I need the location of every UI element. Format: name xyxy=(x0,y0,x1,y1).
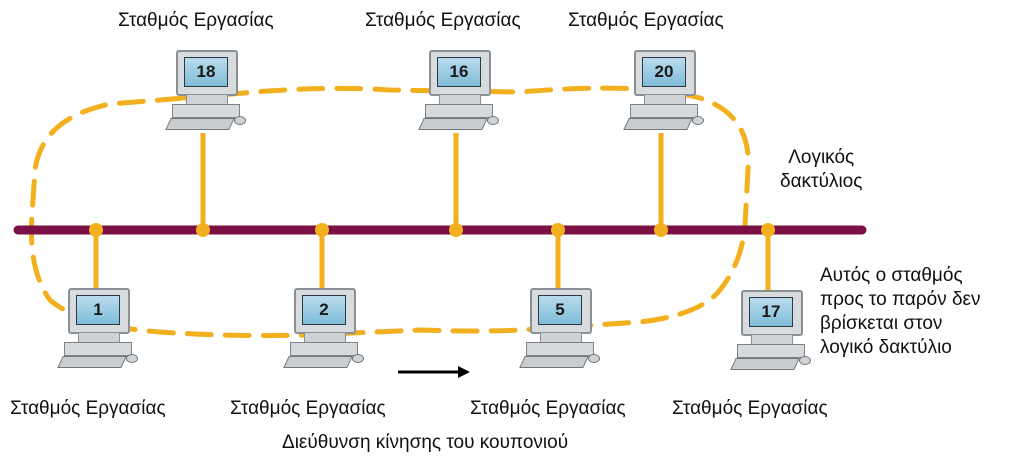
mouse-icon xyxy=(352,354,364,363)
monitor-icon: 5 xyxy=(530,288,592,334)
logical-ring-label: Λογικός δακτύλιος xyxy=(780,147,863,192)
mouse-icon xyxy=(588,354,600,363)
logical-ring xyxy=(28,85,751,339)
station-label-16: Σταθμός Εργασίας xyxy=(365,10,521,31)
monitor-icon: 17 xyxy=(741,290,803,336)
monitor-icon: 16 xyxy=(429,50,491,96)
monitor-icon: 1 xyxy=(68,288,130,334)
tap-dot xyxy=(654,223,668,237)
tap-dot xyxy=(761,223,775,237)
tap-dot xyxy=(449,223,463,237)
station-label-20: Σταθμός Εργασίας xyxy=(568,10,724,31)
excluded-station-note: Αυτός ο σταθμός προς το παρόν δεν βρίσκε… xyxy=(820,265,981,358)
station-label-2: Σταθμός Εργασίας xyxy=(230,398,386,419)
keyboard-icon xyxy=(730,358,800,370)
tap-dot xyxy=(89,223,103,237)
keyboard-icon xyxy=(57,356,127,368)
station-number-16: 16 xyxy=(437,57,481,87)
mouse-icon xyxy=(234,116,246,125)
monitor-icon: 20 xyxy=(634,50,696,96)
monitor-icon: 18 xyxy=(176,50,238,96)
mouse-icon xyxy=(126,354,138,363)
keyboard-icon xyxy=(165,118,235,130)
direction-arrow-head xyxy=(458,366,470,378)
mouse-icon xyxy=(692,116,704,125)
tap-dot xyxy=(551,223,565,237)
monitor-icon: 2 xyxy=(294,288,356,334)
station-number-18: 18 xyxy=(184,57,228,87)
station-label-17: Σταθμός Εργασίας xyxy=(672,398,828,419)
station-number-17: 17 xyxy=(749,297,793,327)
keyboard-icon xyxy=(623,118,693,130)
mouse-icon xyxy=(799,356,811,365)
token-direction-caption: Διεύθυνση κίνησης του κουπονιού xyxy=(282,432,569,453)
workstation-1[interactable]: 1 xyxy=(57,288,138,372)
keyboard-icon xyxy=(418,118,488,130)
workstation-2[interactable]: 2 xyxy=(283,288,364,372)
mouse-icon xyxy=(487,116,499,125)
keyboard-icon xyxy=(283,356,353,368)
tap-dot xyxy=(196,223,210,237)
station-number-20: 20 xyxy=(642,57,686,87)
station-label-18: Σταθμός Εργασίας xyxy=(118,10,274,31)
workstation-18[interactable]: 18 xyxy=(165,50,246,134)
workstation-20[interactable]: 20 xyxy=(623,50,704,134)
keyboard-icon xyxy=(519,356,589,368)
workstation-16[interactable]: 16 xyxy=(418,50,499,134)
station-number-2: 2 xyxy=(302,295,346,325)
station-number-1: 1 xyxy=(76,295,120,325)
tap-dot xyxy=(315,223,329,237)
station-label-5: Σταθμός Εργασίας xyxy=(470,398,626,419)
station-number-5: 5 xyxy=(538,295,582,325)
workstation-5[interactable]: 5 xyxy=(519,288,600,372)
workstation-17[interactable]: 17 xyxy=(730,290,811,374)
station-label-1: Σταθμός Εργασίας xyxy=(10,398,166,419)
